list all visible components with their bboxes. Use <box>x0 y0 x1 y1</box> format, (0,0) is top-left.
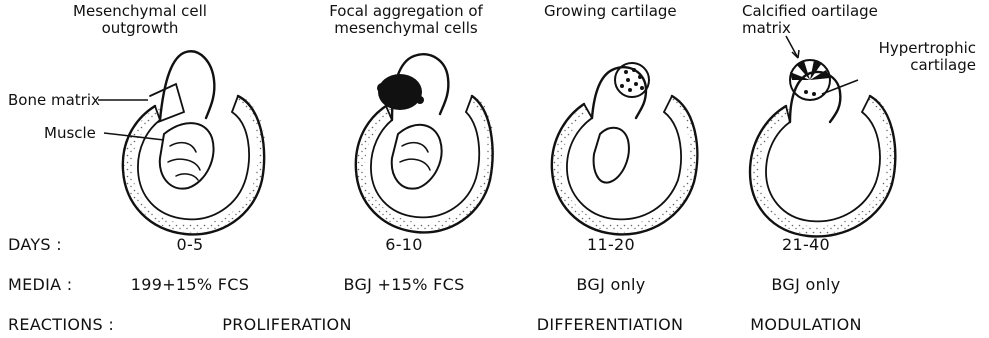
label-growing-cartilage: Growing cartilage <box>544 3 677 20</box>
label-focal-aggregation: Focal aggregation of mesenchymal cells <box>300 3 512 37</box>
days-value: 21-40 <box>782 236 830 254</box>
stage-2-drawing <box>356 54 493 232</box>
calcified-pointer <box>786 36 798 58</box>
reactions-value: DIFFERENTIATION <box>537 316 684 334</box>
media-value: BGJ only <box>771 276 840 294</box>
stage-1-drawing <box>123 51 264 234</box>
label-calcified-matrix: Calcified oartilage matrix <box>742 3 878 37</box>
label-bone-matrix: Bone matrix <box>8 92 100 109</box>
days-label: DAYS : <box>8 236 62 254</box>
media-value: BGJ +15% FCS <box>343 276 464 294</box>
label-hypertrophic: Hypertrophic cartilage <box>866 40 976 74</box>
days-value: 6-10 <box>385 236 423 254</box>
days-value: 0-5 <box>176 236 203 254</box>
reactions-value: MODULATION <box>750 316 861 334</box>
reactions-label: REACTIONS : <box>8 316 114 334</box>
reactions-value: PROLIFERATION <box>222 316 351 334</box>
media-value: 199+15% FCS <box>131 276 249 294</box>
media-label: MEDIA : <box>8 276 72 294</box>
mesenchymal-outgrowth <box>160 51 214 120</box>
bone-ring-inner <box>138 112 249 219</box>
label-mesenchymal-outgrowth: Mesenchymal cell outgrowth <box>52 3 228 37</box>
media-value: BGJ only <box>576 276 645 294</box>
days-value: 11-20 <box>587 236 635 254</box>
stage-3-drawing <box>552 67 698 234</box>
muscle <box>160 123 214 188</box>
label-muscle: Muscle <box>44 125 96 142</box>
